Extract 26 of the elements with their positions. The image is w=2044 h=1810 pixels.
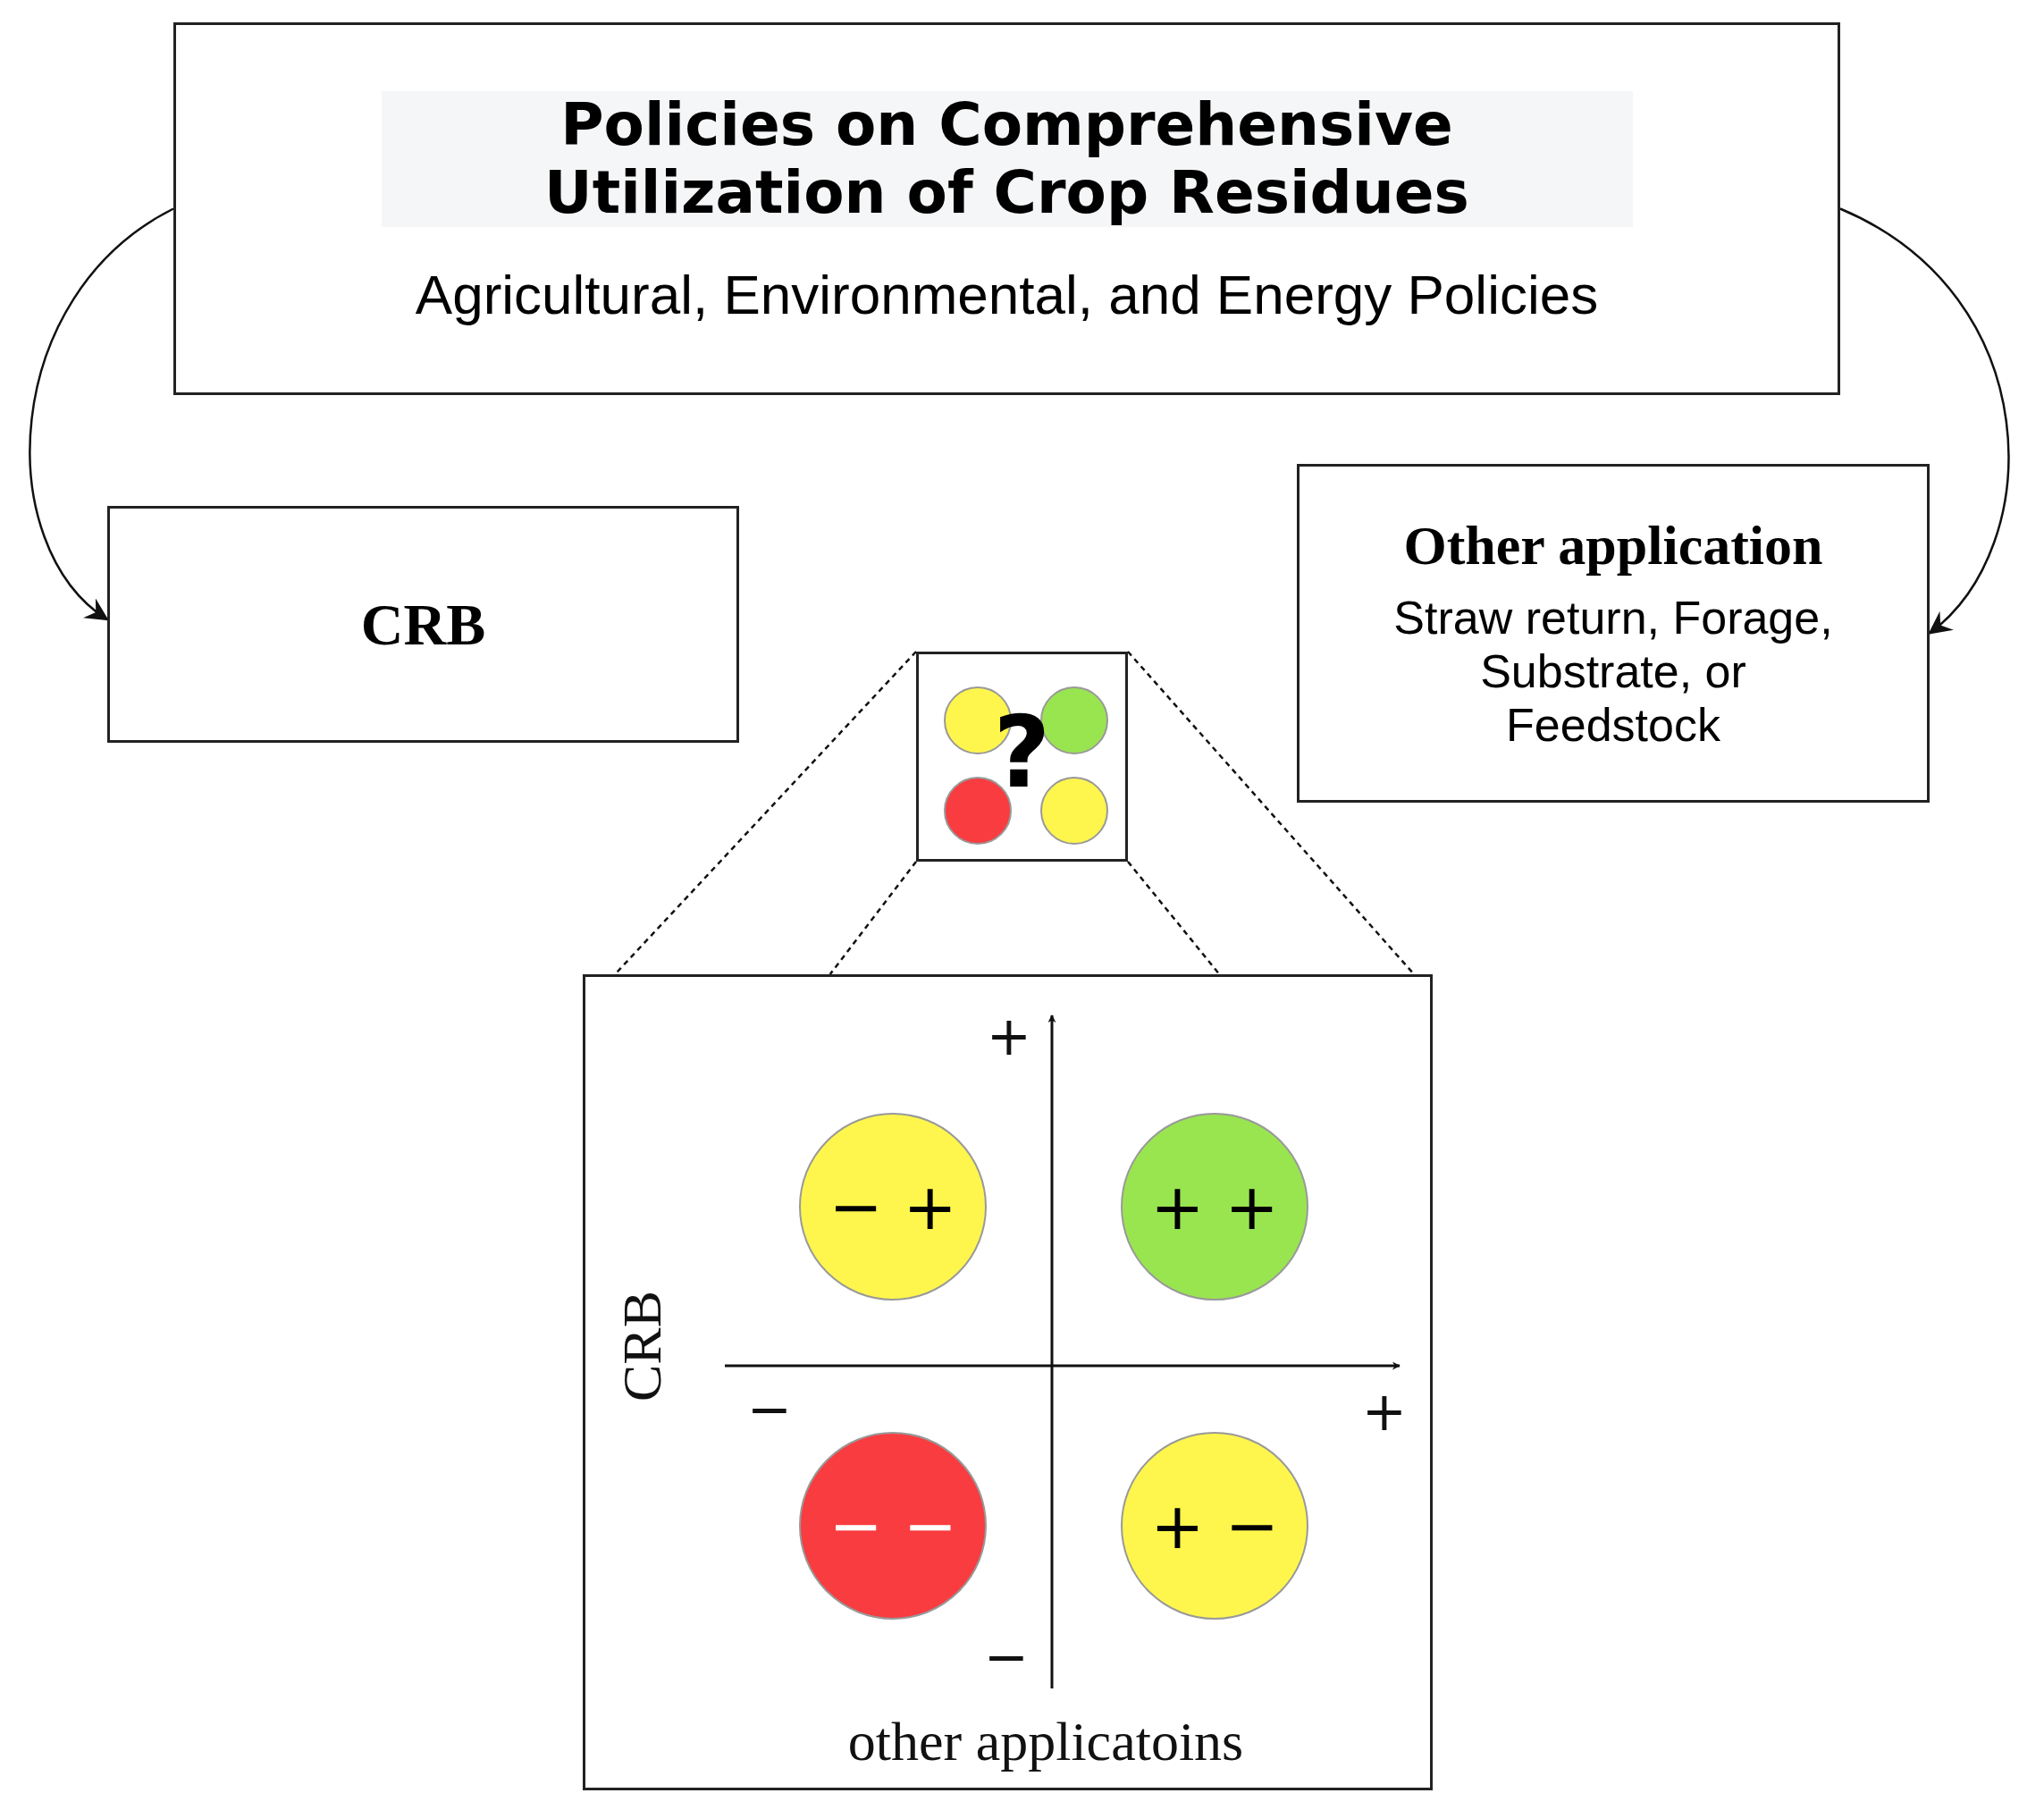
axis-sign: + (986, 1009, 1032, 1063)
category-box (1297, 464, 1930, 803)
dotted-zoom-line (1127, 651, 1415, 975)
curved-arrow (29, 207, 174, 621)
quadrant-circle: − − (799, 1432, 987, 1620)
question-mark: ? (993, 703, 1051, 802)
quadrant-circle: − + (799, 1113, 987, 1301)
category-box (107, 506, 739, 743)
zoom-thumbnail-box (916, 652, 1128, 862)
axis-sign: − (983, 1629, 1030, 1683)
box-body-text: Straw return, Forage, Substrate, or Feedstock (1392, 592, 1834, 753)
dotted-zoom-line (614, 651, 917, 975)
box-heading: CRB (360, 590, 486, 659)
axis-label: CRB (614, 1290, 669, 1402)
axis-sign: + (1361, 1385, 1408, 1438)
curved-arrow (1839, 207, 2010, 635)
title-text: Policies on Comprehensive Utilization of Crop Residues (381, 90, 1633, 227)
subtitle-text: Agricultural, Environmental, and Energy Policies (415, 262, 1599, 327)
dotted-zoom-line (1127, 861, 1221, 975)
quadrant-circle: + + (1121, 1113, 1308, 1301)
dotted-zoom-line (829, 861, 917, 975)
quadrant-chart-panel (583, 974, 1433, 1790)
box-heading: Other application (1403, 514, 1823, 578)
quadrant-circle: + − (1121, 1432, 1308, 1620)
policy-box (173, 22, 1840, 395)
axis-sign: − (746, 1382, 793, 1435)
